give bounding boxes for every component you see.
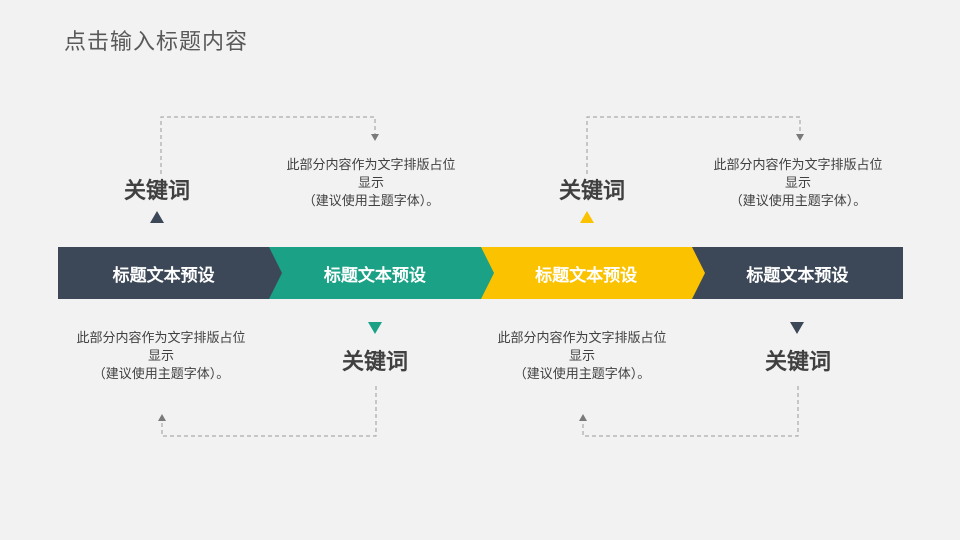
segment-label-2: 标题文本预设 xyxy=(323,265,426,286)
description-line: （建议使用主题字体）。 xyxy=(302,194,440,209)
segment-arrow-3 xyxy=(691,247,705,299)
connector-top-1 xyxy=(160,116,376,174)
description-line: （建议使用主题字体）。 xyxy=(513,367,651,382)
description-line: 此部分内容作为文字排版占位 xyxy=(713,158,883,173)
arrowhead-bottom-2 xyxy=(579,414,587,421)
connector-bottom-1 xyxy=(161,386,377,437)
description-line: 此部分内容作为文字排版占位 xyxy=(76,331,246,346)
arrowhead-bottom-1 xyxy=(158,414,166,421)
arrowhead-top-2 xyxy=(796,134,804,141)
triangle-down-icon xyxy=(368,322,382,334)
description-line: 此部分内容作为文字排版占位 xyxy=(286,158,456,173)
description-line: 显示 xyxy=(147,349,174,364)
segment-arrow-1 xyxy=(269,247,283,299)
triangle-down-icon xyxy=(790,322,804,334)
description-4: 此部分内容作为文字排版占位 显示 （建议使用主题字体）。 xyxy=(693,157,903,211)
segment-label-3: 标题文本预设 xyxy=(535,265,638,286)
connector-bottom-2 xyxy=(582,386,799,437)
triangle-up-icon xyxy=(580,211,594,223)
timeline-segment-4: 标题文本预设 xyxy=(691,247,903,299)
timeline-segment-3: 标题文本预设 xyxy=(480,247,705,299)
timeline-bar: 标题文本预设 标题文本预设 标题文本预设 标题文本预设 xyxy=(58,247,903,299)
connector-top-2 xyxy=(586,116,801,174)
description-line: （建议使用主题字体）。 xyxy=(92,367,230,382)
keyword-4: 关键词 xyxy=(764,350,831,375)
page-title: 点击输入标题内容 xyxy=(64,30,249,55)
segment-arrow-2 xyxy=(480,247,494,299)
description-3: 此部分内容作为文字排版占位 显示 （建议使用主题字体）。 xyxy=(477,330,687,384)
keyword-2: 关键词 xyxy=(341,350,408,375)
keyword-1: 关键词 xyxy=(123,179,190,204)
description-line: （建议使用主题字体）。 xyxy=(729,194,867,209)
keyword-3: 关键词 xyxy=(558,179,625,204)
segment-label-1: 标题文本预设 xyxy=(112,265,215,286)
timeline-segment-1: 标题文本预设 xyxy=(58,247,283,299)
segment-label-4: 标题文本预设 xyxy=(746,265,849,286)
description-line: 此部分内容作为文字排版占位 xyxy=(497,331,667,346)
description-2: 此部分内容作为文字排版占位 显示 （建议使用主题字体）。 xyxy=(266,157,476,211)
description-1: 此部分内容作为文字排版占位 显示 （建议使用主题字体）。 xyxy=(56,330,266,384)
description-line: 显示 xyxy=(568,349,595,364)
triangle-up-icon xyxy=(150,211,164,223)
timeline-segment-2: 标题文本预设 xyxy=(269,247,494,299)
arrowhead-top-1 xyxy=(371,134,379,141)
description-line: 显示 xyxy=(357,176,384,191)
description-line: 显示 xyxy=(784,176,811,191)
